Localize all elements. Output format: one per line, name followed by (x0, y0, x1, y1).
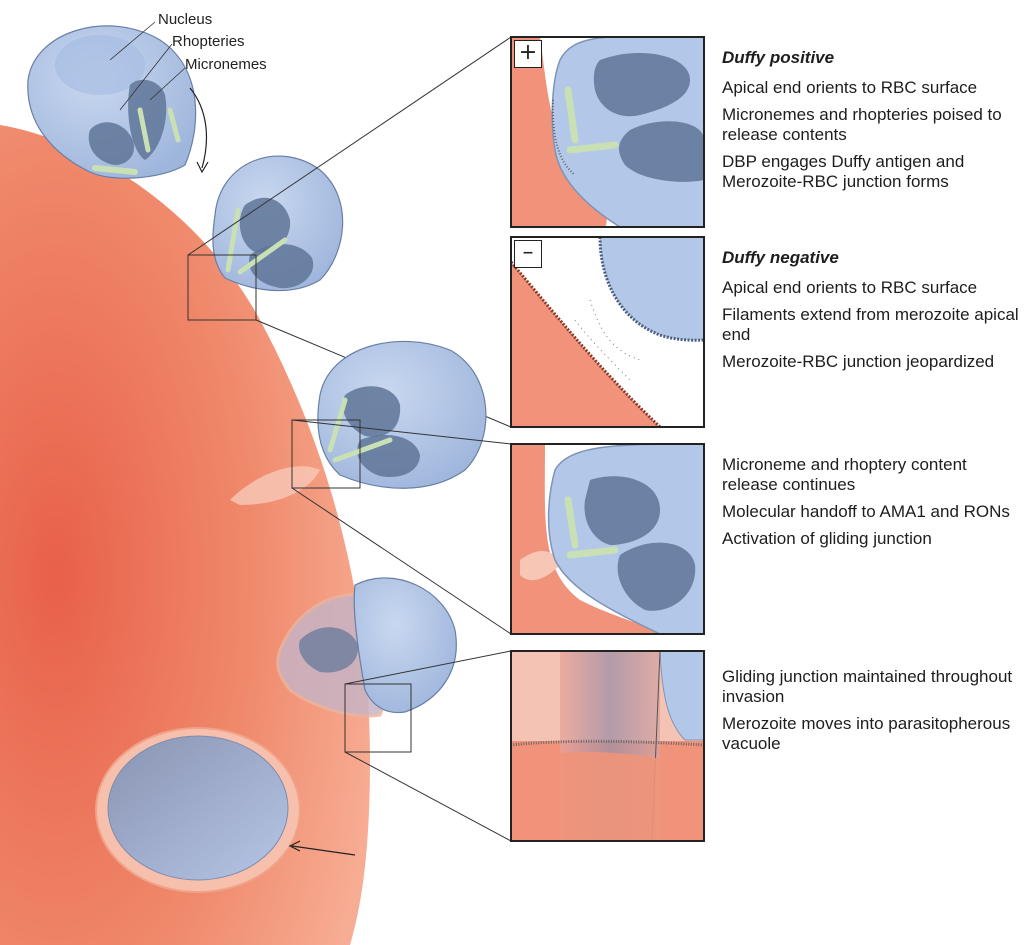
text-line: Molecular handoff to AMA1 and RONs (722, 502, 1010, 521)
panel-text-duffy-positive: Duffy positive Apical end orients to RBC… (722, 48, 1022, 199)
heading-duffy-negative: Duffy negative (722, 248, 839, 267)
label-micronemes: Micronemes (185, 56, 267, 73)
text-line: Apical end orients to RBC surface (722, 278, 978, 297)
panel-duffy-negative (510, 236, 705, 428)
panel-text-duffy-negative: Duffy negative Apical end orients to RBC… (722, 248, 1022, 379)
red-blood-cell (0, 125, 370, 945)
merozoite-5-vacuole (95, 727, 301, 893)
panel-gliding-junction (510, 650, 705, 842)
panel-content-release (510, 443, 705, 635)
zoom-box-3 (344, 683, 412, 753)
duffy-negative-sign: – (514, 240, 542, 268)
text-line: Apical end orients to RBC surface (722, 78, 978, 97)
heading-duffy-positive: Duffy positive (722, 48, 835, 67)
label-nucleus: Nucleus (158, 11, 213, 28)
panel-duffy-positive (510, 36, 705, 228)
label-rhopteries: Rhopteries (172, 33, 245, 50)
text-line: Filaments extend from merozoite apical e… (722, 305, 1019, 344)
panel-text-gliding-junction: Gliding junction maintained throughout i… (722, 667, 1022, 761)
text-line: Activation of gliding junction (722, 529, 932, 548)
duffy-positive-sign: + (514, 40, 542, 68)
text-line: Merozoite-RBC junction jeopardized (722, 352, 995, 371)
zoom-box-1 (187, 254, 257, 321)
merozoite-2 (212, 155, 344, 292)
text-line: Micronemes and rhopteries poised to rele… (722, 105, 1002, 144)
text-line: Merozoite moves into parasitopherous vac… (722, 714, 1011, 753)
panel-text-content-release: Microneme and rhoptery content release c… (722, 455, 1022, 556)
text-line: DBP engages Duffy antigen and Merozoite-… (722, 152, 965, 191)
merozoite-4 (276, 577, 457, 718)
text-line: Microneme and rhoptery content release c… (722, 455, 967, 494)
zoom-box-2 (291, 419, 361, 489)
merozoite-3 (317, 340, 487, 489)
merozoite-1 (27, 25, 197, 179)
text-line: Gliding junction maintained throughout i… (722, 667, 1013, 706)
